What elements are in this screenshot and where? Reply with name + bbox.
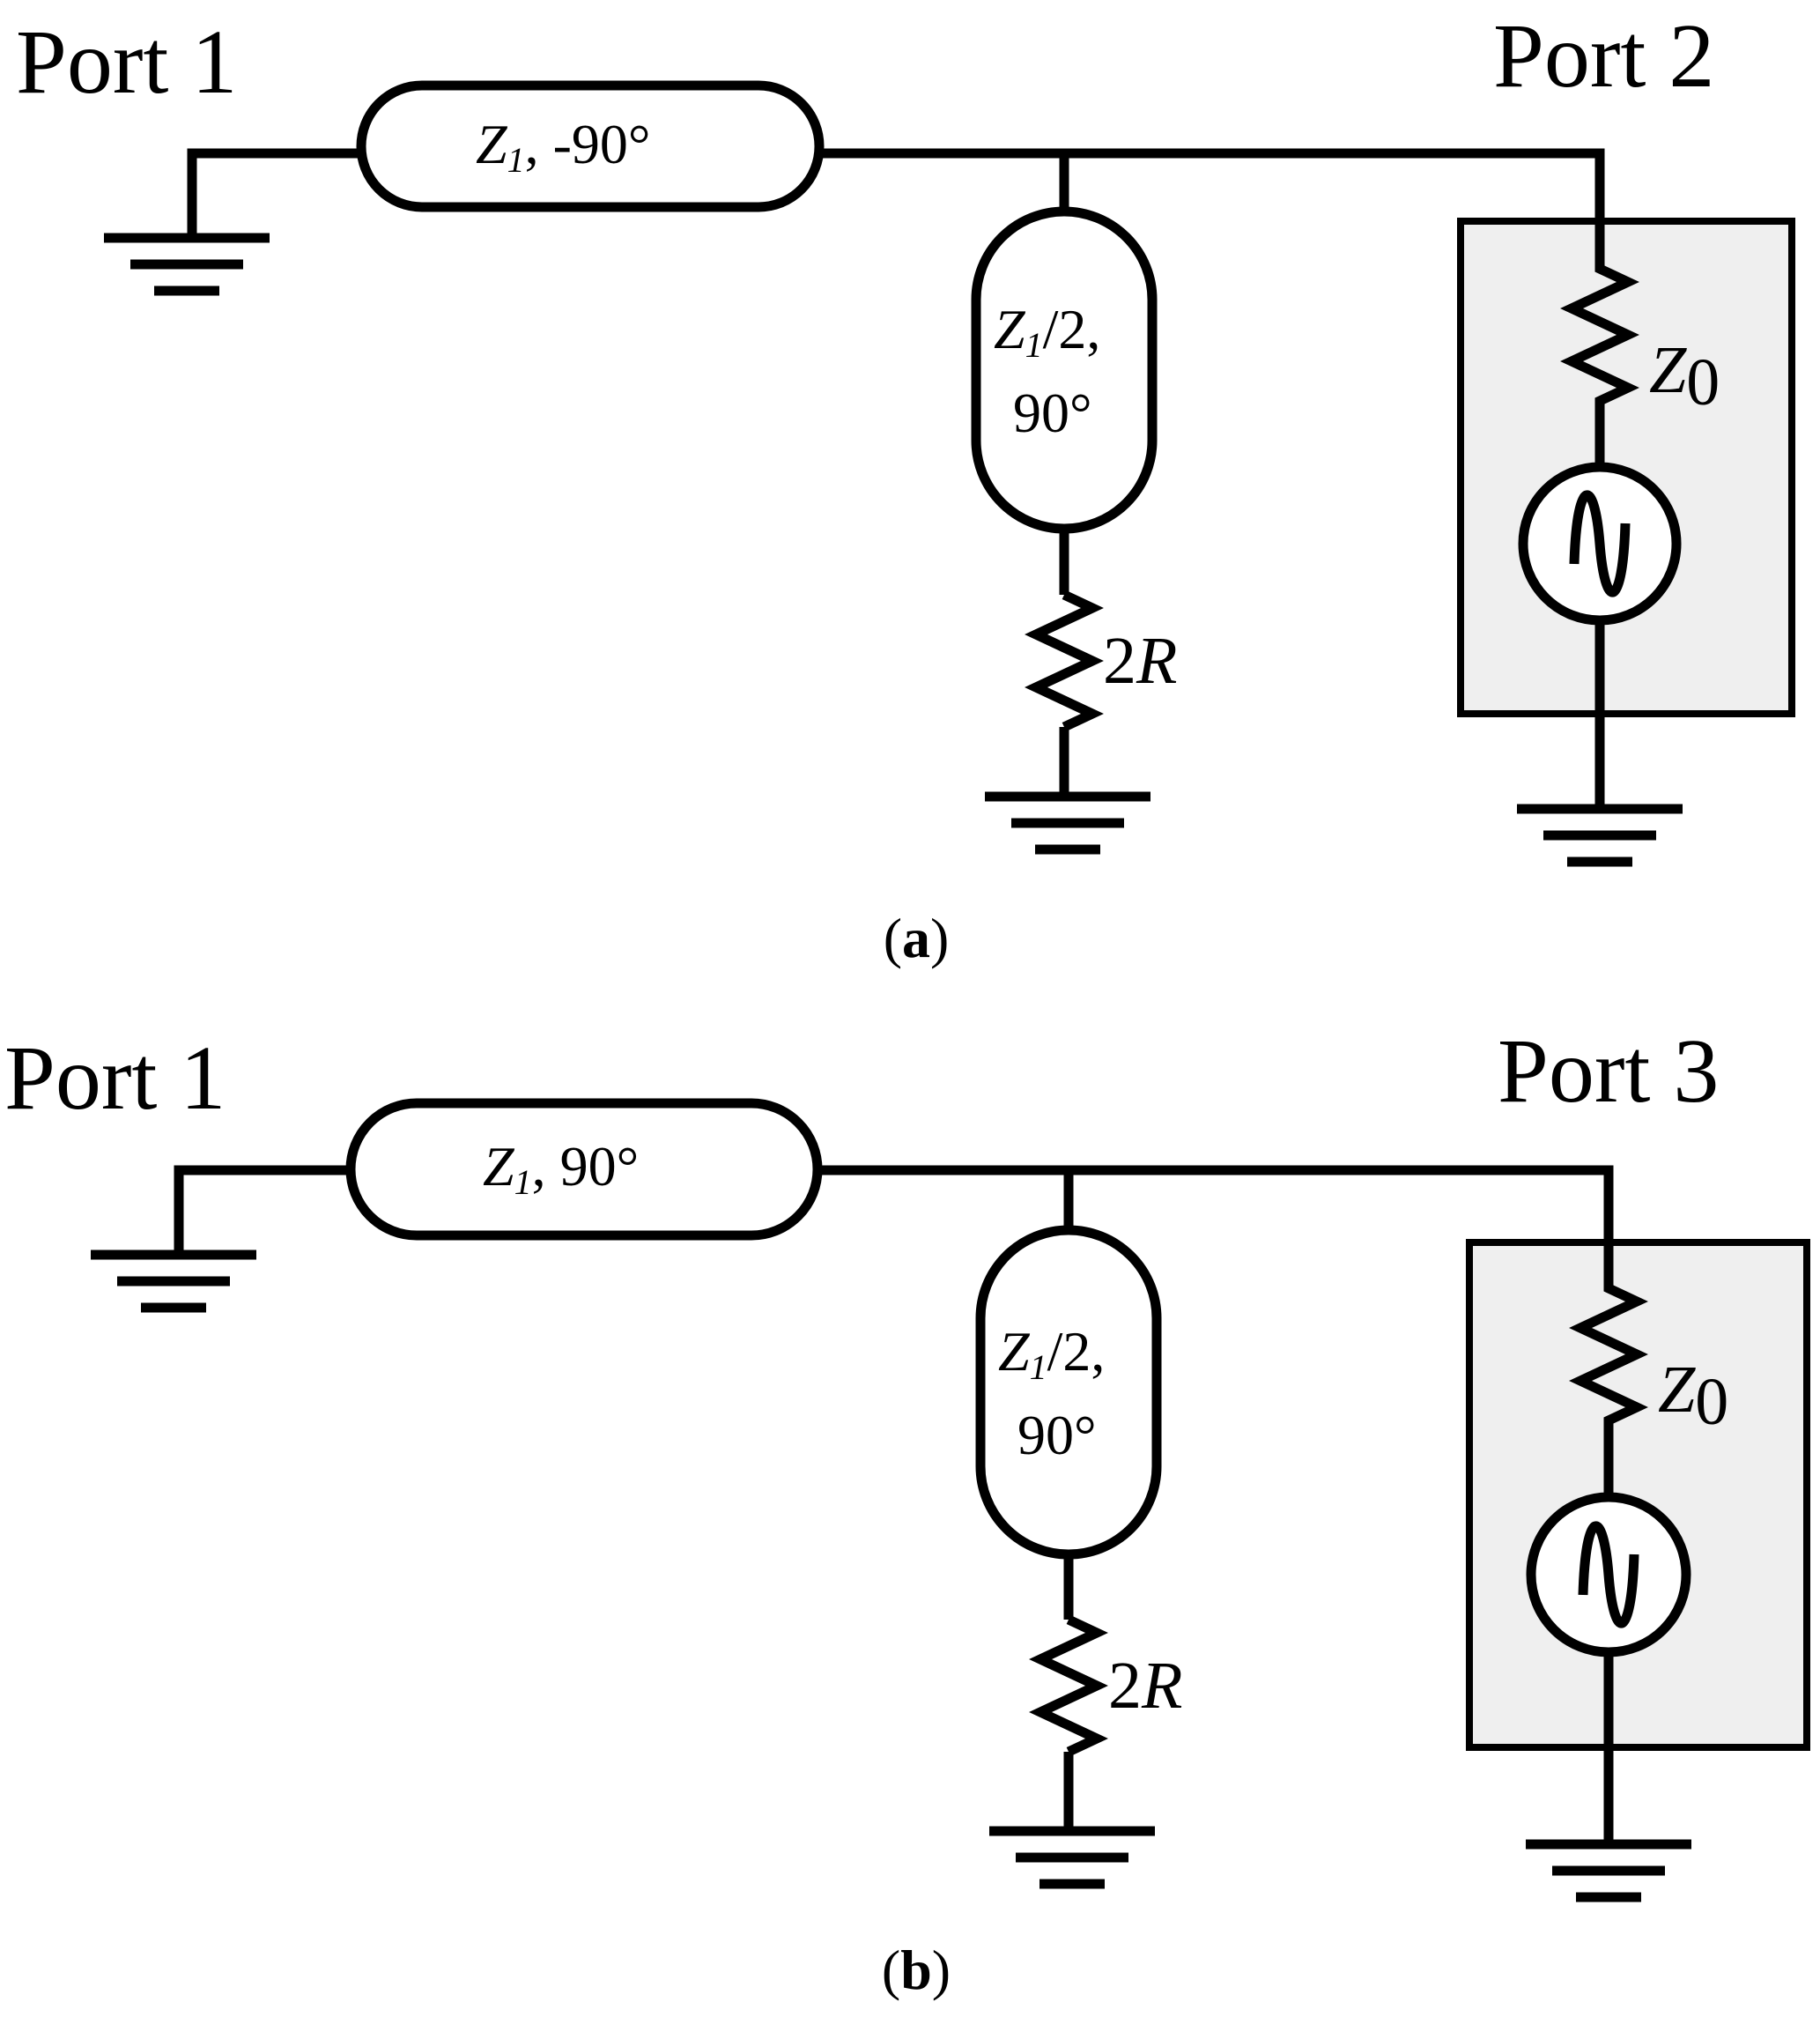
panel-a-stub-line-label: Z1/2, [994, 298, 1100, 365]
panel-b-port-resistor [1569, 1170, 1648, 1496]
panel-b: Port 1 Port 3 Z1, 90° Z1/2, 90° 2R [4, 1020, 1810, 2001]
panel-a-source-ground-icon [1517, 804, 1683, 867]
panel-a-right-port-label: Port 2 [1493, 5, 1714, 107]
panel-b-stub-line-angle: 90° [1017, 1404, 1097, 1466]
panel-a-stub-line-angle: 90° [1013, 382, 1092, 444]
panel-a-sine-icon [1569, 490, 1631, 597]
panel-a-isolation-resistor [1025, 590, 1104, 731]
panel-b-left-ground-icon [91, 1250, 256, 1313]
panel-a-resistor-ground-icon [985, 791, 1150, 855]
panel-a-port-resistor [1560, 153, 1639, 467]
panel-a-series-line [356, 80, 825, 212]
panel-b-port-source-box [1466, 1239, 1810, 1751]
panel-a-stub-line [971, 206, 1158, 534]
panel-b-resistor-ground-icon [989, 1826, 1155, 1889]
panel-a-left-wire [187, 148, 361, 235]
panel-a-left-ground-icon [104, 233, 270, 296]
panel-b-port-impedance-label: Z0 [1658, 1353, 1728, 1439]
panel-b-right-port-label: Port 3 [1498, 1020, 1719, 1122]
panel-a-port-impedance-label: Z0 [1649, 333, 1720, 419]
panel-b-stub-line-label: Z1/2, [998, 1320, 1105, 1387]
panel-b-stub-line [975, 1225, 1162, 1560]
panel-b-caption: (b) [882, 1939, 951, 2001]
panel-a-isolation-resistor-label: 2R [1103, 624, 1177, 698]
panel-a: Port 1 Port 2 Z1, -90° Z1/2, 90° 2R [16, 5, 1795, 969]
panel-b-left-port-label: Port 1 [4, 1027, 226, 1129]
panel-b-left-wire [174, 1165, 351, 1251]
panel-a-left-port-label: Port 1 [16, 11, 237, 113]
panel-b-isolation-resistor-label: 2R [1108, 1649, 1182, 1723]
panel-a-series-line-label: Z1, -90° [476, 113, 651, 180]
panel-a-caption: (a) [884, 907, 950, 969]
panel-b-source-ground-icon [1526, 1839, 1691, 1902]
panel-b-sine-icon [1578, 1521, 1639, 1628]
panel-b-isolation-resistor [1029, 1615, 1108, 1756]
panel-b-series-line-label: Z1, 90° [483, 1135, 639, 1202]
